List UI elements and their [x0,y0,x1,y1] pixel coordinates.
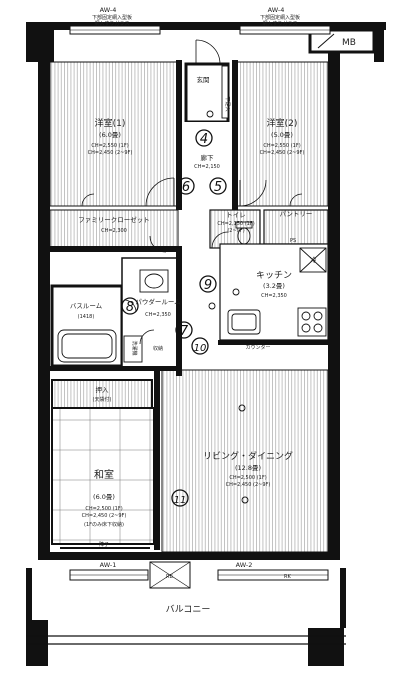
room-corridor-ch: CH=2,150 [194,164,220,170]
door-swings [81,39,303,345]
room-washitsu-note: (1Fのみ床下収納) [84,521,124,528]
marker-circle-9 [199,275,217,293]
marker-num-9: 9 [204,278,212,293]
marker-num-11: 11 [174,495,187,506]
room-corridor [178,122,236,210]
marker-circle-11 [171,489,189,507]
room-counter-name: カウンター [245,344,270,351]
marker-num-7: 7 [180,324,189,339]
outer-walls [26,22,386,666]
window-note-left-1: 下部固定網入型板 [92,14,132,21]
marker-num-5: 5 [214,180,222,195]
window-note-left-2: 網入すりガラス [95,20,130,27]
marker-rb: RB [166,574,173,580]
room-balcony-name: バルコニー [166,604,211,615]
marker-shoji: 障子 [99,541,109,548]
room-powder-name: パウダールーム [135,297,181,306]
window-label-aw4-left: AW-4 [100,6,117,14]
room-toilet-name: トイレ [226,211,246,219]
room-western1-ch1: CH=2,550 (1F) [91,143,128,149]
room-washitsu [51,407,155,545]
marker-rk: RK [284,574,291,580]
room-shoe-name: 下足入 [224,96,230,111]
marker-num-4: 4 [200,132,208,147]
room-kitchen-size: (3.2畳) [263,282,285,290]
marker-re: 冷 [310,255,317,264]
room-western2-ch2: CH=2,450 (2~9F) [260,150,305,156]
marker-circle-5 [209,177,227,195]
room-family-closet [49,209,179,249]
window-note-right-2: 網入すりガラス [263,20,298,27]
labels: AW-4 下部固定網入型板 網入すりガラス AW-4 下部固定網入型板 網入すり… [70,6,356,615]
room-corridor-name: 廊下 [201,153,215,162]
fixtures [57,65,328,549]
room-washitsu-name: 和室 [94,468,114,481]
room-western1-size: (6.0畳) [99,131,121,139]
marker-circle-10 [191,337,209,355]
room-toilet-ch1: CH=2,150 (1F) [217,221,254,227]
room-washitsu-ch1: CH=2,500 (1F) [85,506,122,512]
marker-num-8: 8 [126,300,134,315]
room-powder-ch: CH=2,350 [145,312,171,318]
top-windows [69,25,331,35]
window-label-aw4-right: AW-4 [268,6,285,14]
room-western2-size: (5.0畳) [271,131,293,139]
marker-circle-4 [195,129,213,147]
marker-circle-6 [177,177,195,195]
room-storage [51,379,153,409]
room-entrance-name: 玄関 [197,75,210,84]
marker-circle-7 [175,321,193,339]
room-kitchen-ch: CH=2,350 [261,293,287,299]
room-laundry-name: 洗濯機 [131,340,138,355]
room-storage-name: 押入 [96,385,110,394]
room-washitsu-size: (6.0畳) [93,493,115,501]
room-storage-sub: (天袋付) [93,396,112,403]
room-western1 [49,61,179,207]
room-bath-size: (1418) [78,314,95,320]
room-western1-ch2: CH=2,450 (2~9F) [88,150,133,156]
interior-walls [50,60,328,550]
room-living [161,369,329,553]
circled-markers [121,129,227,507]
room-toilet-ch2: (2~9F) [227,228,244,234]
circled-marker-labels: 4 5 6 7 8 9 10 11 [126,132,222,506]
room-living-ch1: CH=2,500 (1F) [229,475,266,481]
bottom-windows [69,561,329,589]
marker-circle-8 [121,297,139,315]
marker-ps: PS [290,238,296,244]
room-pantry [263,209,329,245]
room-living-size: (12.8畳) [235,464,261,472]
room-kitchen [219,243,329,341]
room-powder [121,257,179,369]
room-living-name: リビング・ダイニング [203,450,293,462]
window-label-aw2: AW-2 [236,561,253,569]
marker-num-6: 6 [182,180,190,195]
room-washitsu-ch2: CH=2,450 (2~9F) [82,513,127,519]
room-living-ch2: CH=2,450 (2~9F) [226,482,271,488]
room-western1-name: 洋室(1) [95,117,126,129]
room-pantry-name: パントリー [280,210,313,218]
room-western2-name: 洋室(2) [267,117,298,129]
window-note-right-1: 下部固定網入型板 [260,14,300,21]
room-western2 [235,61,329,207]
marker-num-10: 10 [194,343,207,354]
room-western2-ch1: CH=2,550 (1F) [263,143,300,149]
room-kitchen-name: キッチン [256,270,292,281]
room-toilet [209,209,261,249]
marker-mb: MB [342,38,356,48]
room-family-closet-ch: CH=2,300 [101,228,127,234]
room-bath-name: バスルーム [70,302,103,310]
window-label-aw1: AW-1 [100,561,117,569]
marker-rec: 収納 [153,345,163,352]
room-family-closet-name: ファミリークローゼット [78,215,150,224]
